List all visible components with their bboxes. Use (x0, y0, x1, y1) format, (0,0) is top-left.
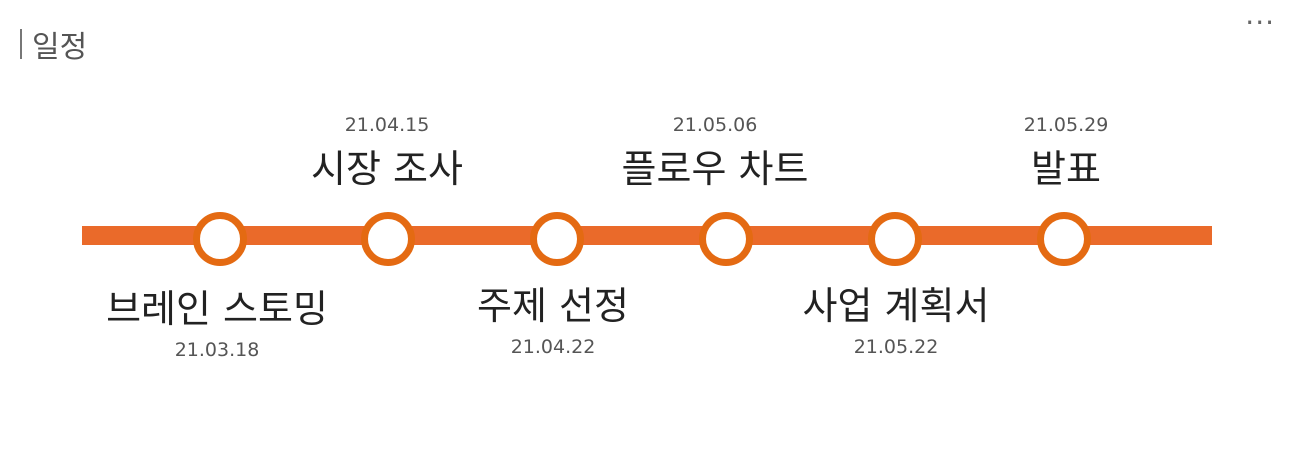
event-date: 21.05.22 (853, 336, 939, 358)
timeline-event-3: 주제 선정 21.04.22 (477, 275, 629, 358)
event-label: 시장 조사 (311, 147, 463, 191)
timeline-event-5: 사업 계획서 21.05.22 (803, 275, 990, 358)
timeline-node-6[interactable] (1037, 212, 1091, 266)
timeline-node-2[interactable] (361, 212, 415, 266)
event-label: 사업 계획서 (802, 284, 990, 328)
more-options-button[interactable]: ··· (1245, 6, 1275, 39)
event-label: 브레인 스토밍 (106, 287, 328, 331)
timeline-event-2: 21.04.15 시장 조사 (311, 114, 463, 193)
event-date: 21.04.15 (344, 114, 430, 136)
section-header: 일정 (20, 22, 87, 66)
timeline-node-4[interactable] (699, 212, 753, 266)
event-date: 21.05.06 (672, 114, 758, 136)
header-divider (20, 29, 22, 59)
timeline-node-3[interactable] (530, 212, 584, 266)
event-label: 발표 (1031, 147, 1101, 191)
event-date: 21.04.22 (510, 336, 596, 358)
timeline-node-5[interactable] (868, 212, 922, 266)
page-title: 일정 (32, 30, 88, 65)
event-date: 21.05.29 (1023, 114, 1109, 136)
timeline-event-6: 21.05.29 발표 (1024, 114, 1109, 193)
event-label: 플로우 차트 (621, 147, 809, 191)
event-date: 21.03.18 (174, 339, 260, 361)
event-label: 주제 선정 (477, 284, 629, 328)
timeline-event-1: 브레인 스토밍 21.03.18 (106, 278, 328, 361)
timeline-node-1[interactable] (193, 212, 247, 266)
timeline-event-4: 21.05.06 플로우 차트 (622, 114, 809, 193)
